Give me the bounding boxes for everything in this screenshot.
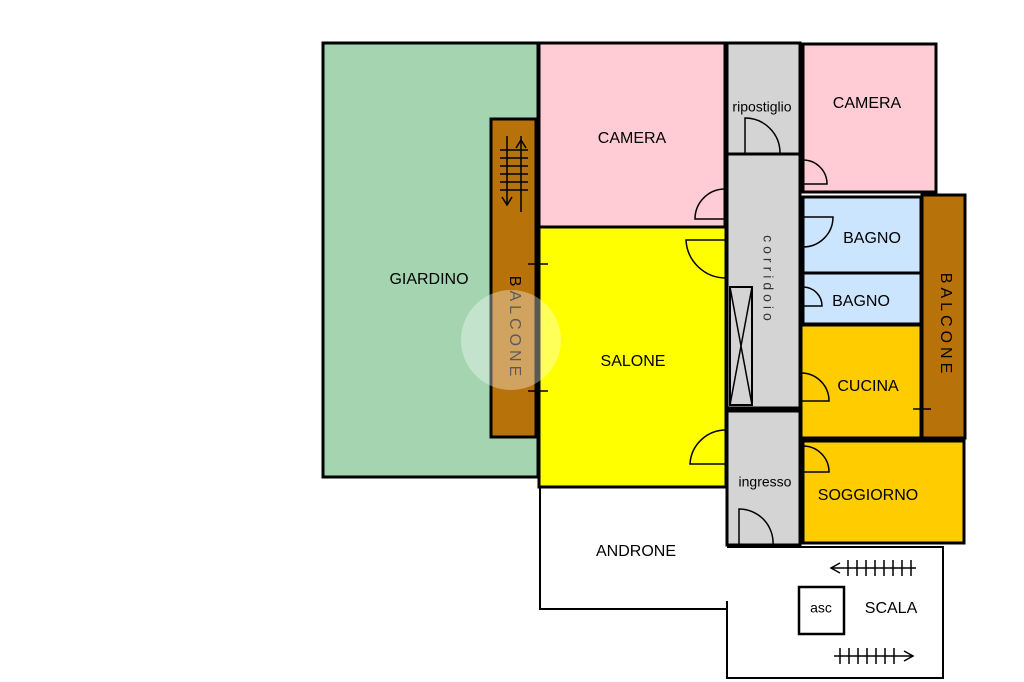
doors xyxy=(685,117,834,546)
balcone-right-label: BALCONE xyxy=(937,273,954,377)
giardino-label: GIARDINO xyxy=(389,271,468,288)
balcone-right-area xyxy=(920,193,967,440)
bagno-2-label: BAGNO xyxy=(832,293,890,310)
androne-label: ANDRONE xyxy=(596,543,676,560)
bagno-2-area xyxy=(801,271,923,326)
scala-steps-bottom xyxy=(834,648,915,664)
ascensore-label: asc xyxy=(810,600,832,616)
balcone-left-label: BALCONE xyxy=(506,276,523,380)
soggiorno-area xyxy=(801,439,966,545)
corridoio-label: corridoio xyxy=(760,235,776,325)
camera-2-label: CAMERA xyxy=(833,95,902,112)
cucina-label: CUCINA xyxy=(837,378,899,395)
bagno-1-area xyxy=(801,195,923,275)
ripostiglio-label: ripostiglio xyxy=(732,99,791,115)
scala-label: SCALA xyxy=(865,600,918,617)
androne-outline xyxy=(539,487,726,610)
corridoio-area xyxy=(725,152,802,410)
bagno-1-label: BAGNO xyxy=(843,230,901,247)
ascensore-box xyxy=(797,585,846,636)
balcone-left-stairs xyxy=(500,136,528,212)
camera-2-area xyxy=(801,42,938,194)
camera-1-label: CAMERA xyxy=(598,130,667,147)
wardrobe-symbol xyxy=(729,286,753,406)
watermark-logo xyxy=(461,290,561,390)
salone-window-marks xyxy=(528,263,548,392)
salone-area xyxy=(537,225,728,489)
ripostiglio-area xyxy=(725,41,802,156)
scala-outline xyxy=(726,546,944,679)
scala-steps-top xyxy=(829,560,916,576)
salone-label: SALONE xyxy=(601,353,666,370)
balcone-left-area xyxy=(489,117,538,439)
ingresso-label: ingresso xyxy=(739,474,792,490)
soggiorno-label: SOGGIORNO xyxy=(818,487,918,504)
